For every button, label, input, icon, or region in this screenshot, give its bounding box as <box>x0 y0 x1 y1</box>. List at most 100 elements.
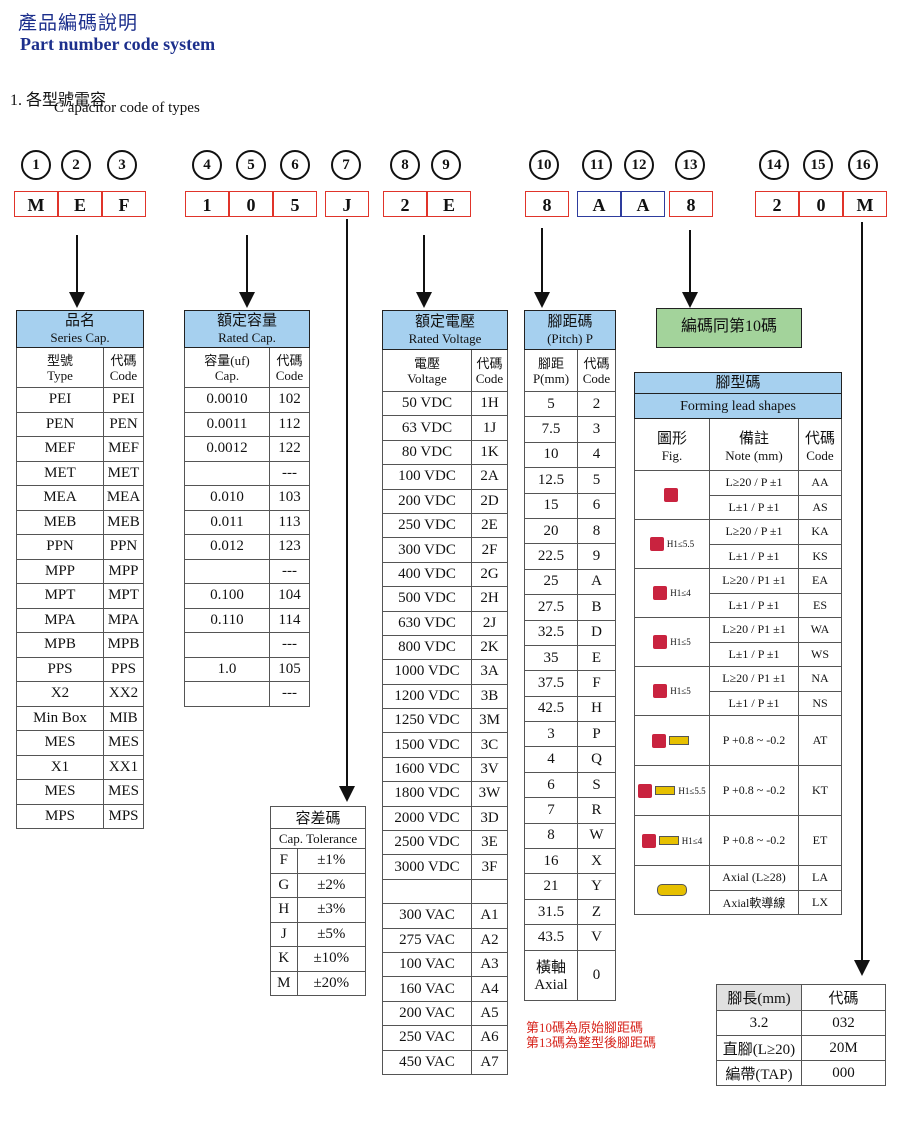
code-cell: WA <box>798 617 842 643</box>
table-cell: 6 <box>577 492 616 519</box>
table-cell: ±3% <box>296 897 367 923</box>
cap-title-zh: 額定容量 <box>216 313 277 329</box>
table-cell: ±2% <box>296 872 367 898</box>
table-cell: MPS <box>103 803 144 829</box>
table-cell: MEB <box>103 509 144 535</box>
axial-code: 0 <box>577 949 616 1001</box>
table-cell: 0.100 <box>184 583 270 609</box>
table-row: --- <box>184 681 310 707</box>
table-cell: W <box>577 822 616 850</box>
table-cell: 9 <box>577 543 616 570</box>
table-cell: 20M <box>801 1035 886 1061</box>
table-cell: M <box>270 970 298 996</box>
code-char-box: 0 <box>799 191 843 217</box>
table-cell: MEF <box>16 436 104 462</box>
table-cell: MPB <box>16 632 104 658</box>
table-cell: MES <box>16 730 104 756</box>
figure-label: H1≤4 <box>670 588 691 598</box>
position-marker: 5 <box>236 150 266 180</box>
table-cell: 104 <box>269 583 310 609</box>
table-row: --- <box>184 632 310 658</box>
tol-title-zh: 容差碼 <box>270 806 366 829</box>
position-marker: 11 <box>582 150 612 180</box>
table-cell: X1 <box>16 754 104 780</box>
table-cell: F <box>577 670 616 697</box>
table-cell: MPS <box>16 803 104 829</box>
arrow-line <box>423 235 425 295</box>
table-cell: MPA <box>103 607 144 633</box>
code-char-box: F <box>102 191 146 217</box>
code-cell: WS <box>798 641 842 667</box>
table-cell: 2K <box>471 634 508 661</box>
table-cell: 4 <box>577 441 616 469</box>
table-cell: 3F <box>471 854 508 880</box>
table-cell: 1800 VDC <box>382 781 472 807</box>
table-cell: 5 <box>577 467 616 494</box>
table-cell: 113 <box>269 509 310 535</box>
pitch-note-line: 第13碼為整型後腳距碼 <box>526 1035 657 1050</box>
table-cell: 0.0012 <box>184 436 270 462</box>
page-title-zh: 產品編碼說明 <box>18 13 139 34</box>
table-cell: MPB <box>103 632 144 658</box>
voltage-table-header: 額定電壓 Rated Voltage <box>382 310 508 350</box>
code-cell: LA <box>798 865 842 891</box>
figure-label: H1≤4 <box>681 835 703 846</box>
table-cell: B <box>577 594 616 621</box>
table-cell <box>184 681 270 707</box>
table-cell: 123 <box>269 534 310 560</box>
code-cell: LX <box>798 889 842 915</box>
table-cell: A1 <box>471 903 508 929</box>
table-cell: J <box>270 921 298 947</box>
arrow-line <box>246 235 248 295</box>
forming-title-zh: 腳型碼 <box>634 372 842 394</box>
table-cell: ±1% <box>296 848 367 874</box>
note-cell: L≥20 / P ±1 <box>709 470 799 496</box>
table-cell: 3D <box>471 805 508 832</box>
code-cell: KA <box>798 519 842 545</box>
table-cell: MEF <box>103 436 144 462</box>
table-cell: 5 <box>524 390 578 418</box>
arrow-head <box>239 292 255 308</box>
pitch-title-en: (Pitch) P <box>547 331 593 346</box>
table-cell: 3.2 <box>716 1010 802 1036</box>
table-cell: 直腳(L≥20) <box>716 1035 802 1061</box>
table-cell: 4 <box>524 746 578 773</box>
table-cell: 3M <box>471 708 508 734</box>
lead-shape-figure <box>634 865 710 915</box>
col-header-code: 代碼 <box>801 984 886 1011</box>
table-cell: ±5% <box>296 921 367 947</box>
same-as-10-box: 編碼同第10碼 <box>656 308 802 348</box>
table-cell: ±10% <box>296 946 367 972</box>
col-header-cap: 容量(uf)Cap. <box>184 347 270 388</box>
table-cell: MEB <box>16 509 104 535</box>
